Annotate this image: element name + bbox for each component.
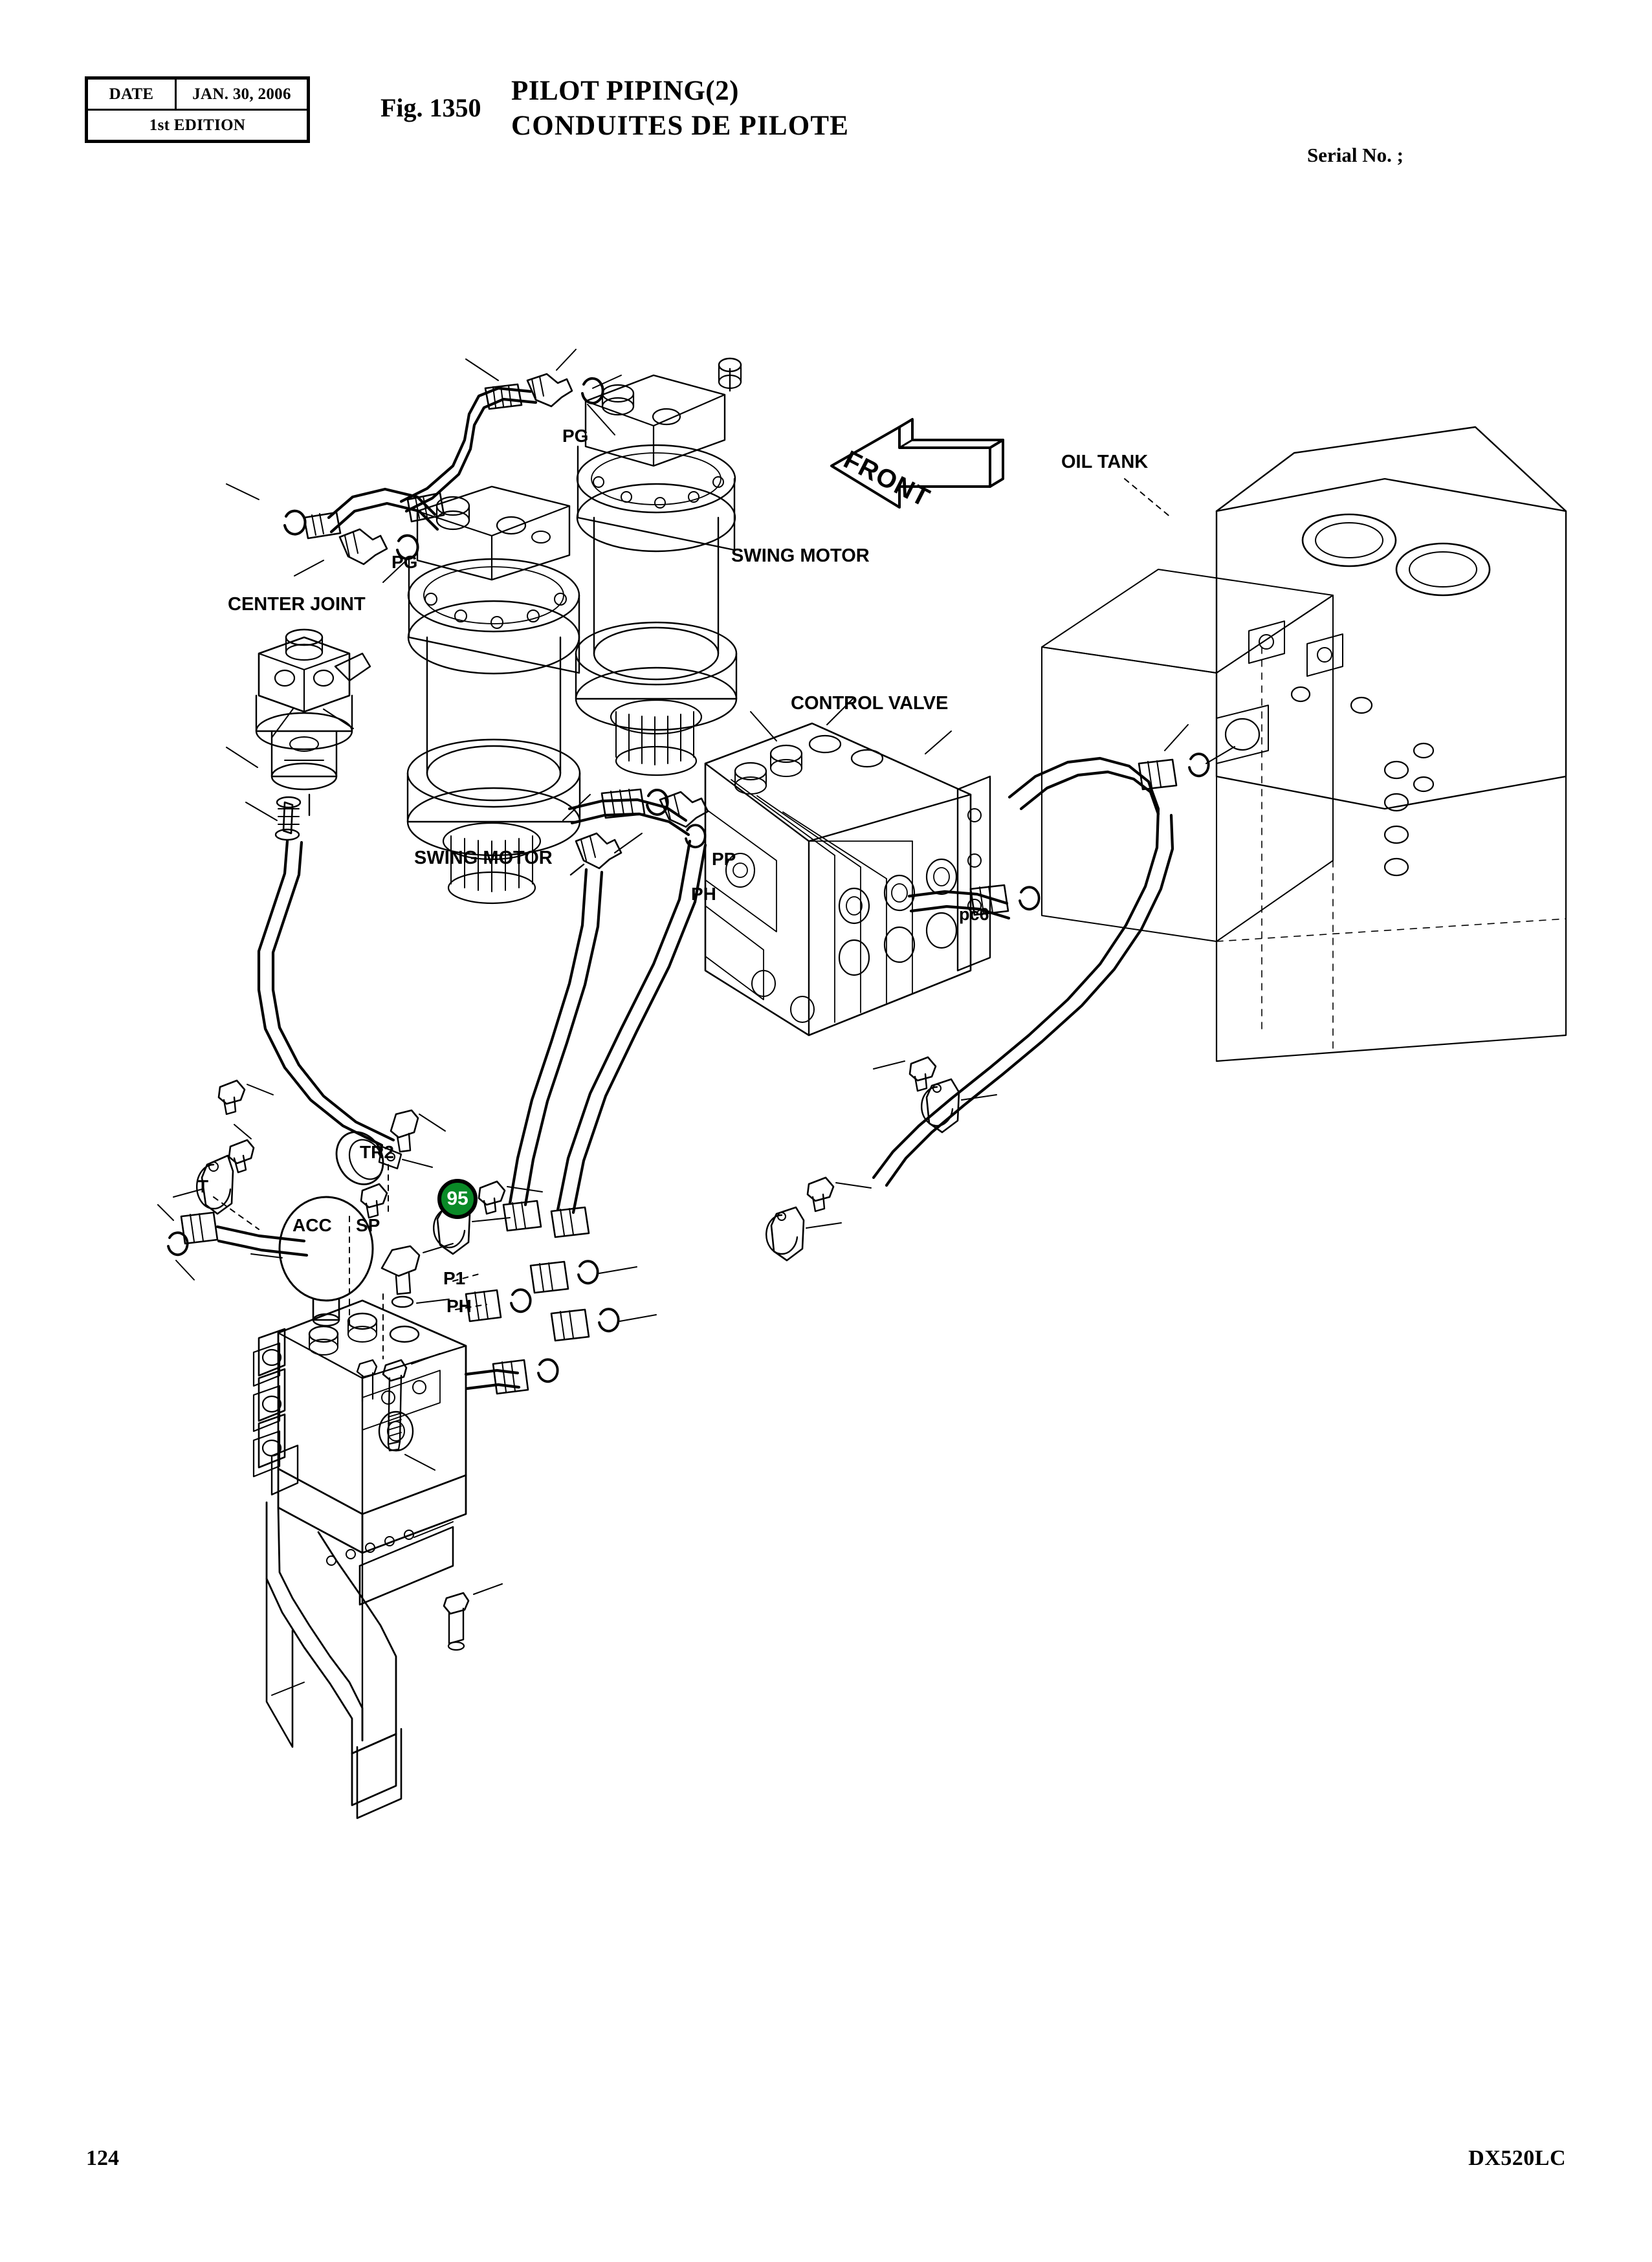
label-swing-motor-upper: SWING MOTOR (731, 545, 870, 566)
serial-number-label: Serial No. ; (1307, 144, 1404, 166)
pc6-hose (872, 724, 1235, 1187)
callout-95-badge[interactable]: 95 (437, 1179, 478, 1219)
center-joint-drop-pipe (226, 747, 395, 1147)
date-label: DATE (88, 80, 177, 109)
label-port-tr2: TR2 (360, 1142, 394, 1162)
figure-number: Fig. 1350 (380, 93, 481, 122)
revision-row-date: DATE JAN. 30, 2006 (88, 80, 307, 111)
label-port-pg-lower: PG (391, 552, 418, 572)
edition-value: 1st EDITION (149, 116, 246, 134)
pg-hose-assemblies (226, 349, 622, 583)
label-port-sp: SP (356, 1215, 380, 1235)
date-value: JAN. 30, 2006 (192, 85, 291, 103)
mounting-bracket (265, 1444, 503, 1819)
center-joint-assembly (255, 628, 371, 817)
lower-hose-ends (529, 1260, 657, 1342)
revision-row-edition: 1st EDITION (88, 111, 307, 140)
label-port-pp: PP (712, 849, 736, 869)
hose-clamps (173, 1056, 997, 1262)
label-port-pc6: pc6 (959, 905, 989, 924)
tr2-elbow (380, 1243, 454, 1308)
label-port-acc: ACC (292, 1215, 332, 1235)
accumulator-assembly (157, 1196, 374, 1327)
label-swing-motor-lower: SWING MOTOR (414, 848, 553, 868)
figure-title-english: PILOT PIPING(2) (511, 76, 739, 106)
label-port-ph-lower: PH (446, 1296, 472, 1316)
swing-motor-upper (575, 357, 742, 776)
label-center-joint: CENTER JOINT (228, 594, 366, 615)
machine-model: DX520LC (1468, 2146, 1566, 2170)
revision-table: DATE JAN. 30, 2006 1st EDITION (85, 76, 310, 143)
label-oil-tank: OIL TANK (1061, 452, 1149, 472)
pp-ph-hose-group (502, 788, 709, 1238)
swing-motor-lower (406, 485, 581, 905)
control-valve-assembly (704, 697, 991, 1037)
front-direction-arrow (830, 418, 1004, 509)
label-port-p1: P1 (443, 1268, 466, 1288)
page-number: 124 (86, 2146, 119, 2170)
oil-tank-body (1041, 426, 1567, 1062)
label-port-ph-upper: PH (691, 884, 716, 904)
figure-title-french: CONDUITES DE PILOTE (511, 111, 850, 141)
label-control-valve: CONTROL VALVE (791, 693, 949, 714)
label-port-t: T (197, 1176, 209, 1196)
label-port-pg-upper: PG (562, 426, 589, 446)
